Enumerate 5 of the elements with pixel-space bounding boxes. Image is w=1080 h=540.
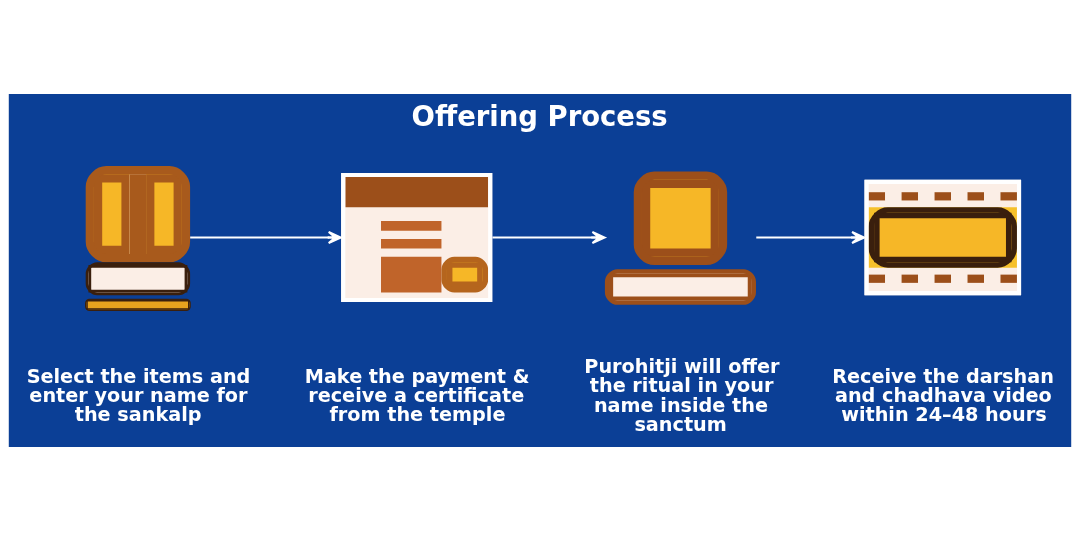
node-label: Make the payment & receive a certificate from the temple: [304, 364, 530, 426]
diagram-title: Offering Process: [411, 100, 668, 132]
node-label: Purohitji will offer the ritual in your name inside the sanctum: [584, 354, 780, 436]
node-label: Select the items and enter your name for the sankalp: [26, 364, 251, 426]
node-label: Receive the darshan and chadhava video within 24–48 hours: [832, 364, 1054, 426]
